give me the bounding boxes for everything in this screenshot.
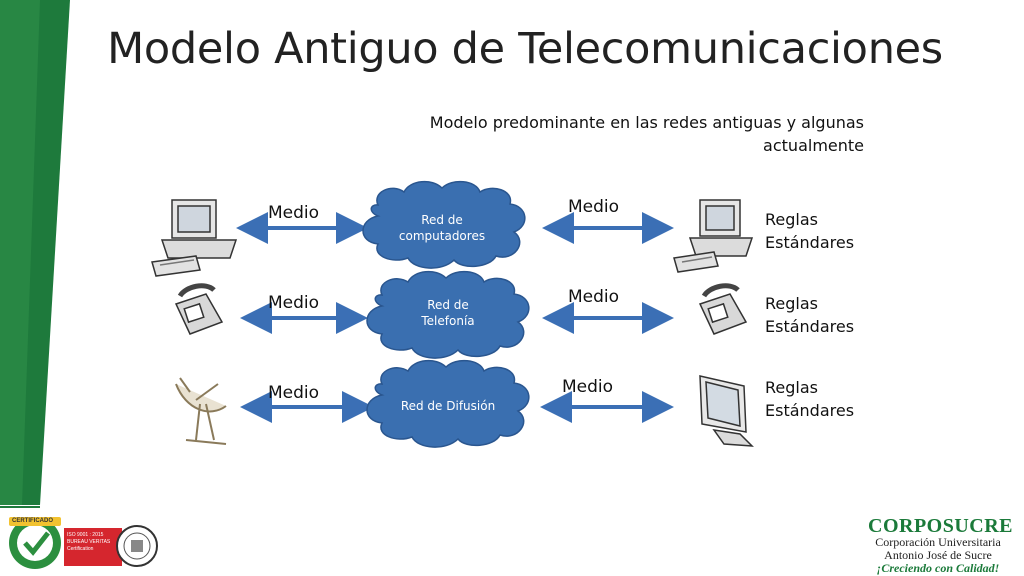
row1-rules-line2: Estándares: [765, 233, 855, 252]
brand-slogan: ¡Creciendo con Calidad!: [876, 561, 1000, 575]
row3-rules-label: Reglas Estándares: [765, 376, 854, 422]
certified-badge-logo: [9, 517, 61, 569]
iso-certification-box: [64, 528, 122, 566]
slide-title: Modelo Antiguo de Telecomunicaciones: [107, 24, 943, 74]
row2-left-medium-label: Medio: [268, 293, 320, 313]
cloud-label-telephony: Red de Telefonía: [421, 298, 475, 328]
row1-left-medium-label: Medio: [268, 203, 320, 223]
iso-text-line3: Certification: [67, 546, 94, 552]
cloud-shape-broadcast: [366, 359, 530, 448]
left-green-band-light: [0, 0, 40, 505]
row2-rules-line2: Estándares: [765, 317, 855, 336]
cloud-label-broadcast: Red de Difusión: [400, 399, 496, 413]
row2-rules-line1: Reglas: [765, 294, 818, 313]
row1-rules-label: Reglas Estándares: [765, 208, 854, 254]
row1-right-medium-label: Medio: [568, 197, 620, 217]
row3-right-medium-label: Medio: [562, 377, 614, 397]
cloud-shape-computers: [362, 180, 526, 269]
slide-subtitle: Modelo predominante en las redes antigua…: [429, 113, 864, 155]
row3-rules-line2: Estándares: [765, 401, 855, 420]
cloud-shape-telephony: [366, 270, 530, 359]
satellite-dish-icon: [175, 377, 227, 445]
brand-line3: Antonio José de Sucre: [884, 548, 992, 562]
iso-text-line1: ISO 9001 : 2015: [67, 532, 104, 538]
row3-rules-line1: Reglas: [765, 378, 818, 397]
monitor-icon: [699, 375, 754, 447]
telephone-icon-left: [174, 283, 224, 335]
row2-rules-label: Reglas Estándares: [765, 292, 854, 338]
iso-text: ISO 9001 : 2015 BUREAU VERITAS Certifica…: [67, 532, 121, 553]
row3-left-medium-label: Medio: [268, 383, 320, 403]
cloud-label-computers: Red de computadores: [398, 213, 486, 243]
bureau-veritas-seal: [116, 525, 158, 567]
certified-badge-text: CERTIFICADO: [12, 518, 53, 524]
brand-name: CORPOSUCRE: [868, 515, 1014, 537]
corposucre-logo: CORPOSUCRE Corporación Universitaria Ant…: [868, 515, 1014, 575]
iso-text-line2: BUREAU VERITAS: [67, 539, 111, 545]
brand-line2: Corporación Universitaria: [875, 535, 1001, 549]
row2-right-medium-label: Medio: [568, 287, 620, 307]
row1-rules-line1: Reglas: [765, 210, 818, 229]
computer-icon-right: [673, 199, 754, 273]
computer-icon-left: [151, 199, 238, 277]
telephone-icon-right: [698, 283, 748, 335]
